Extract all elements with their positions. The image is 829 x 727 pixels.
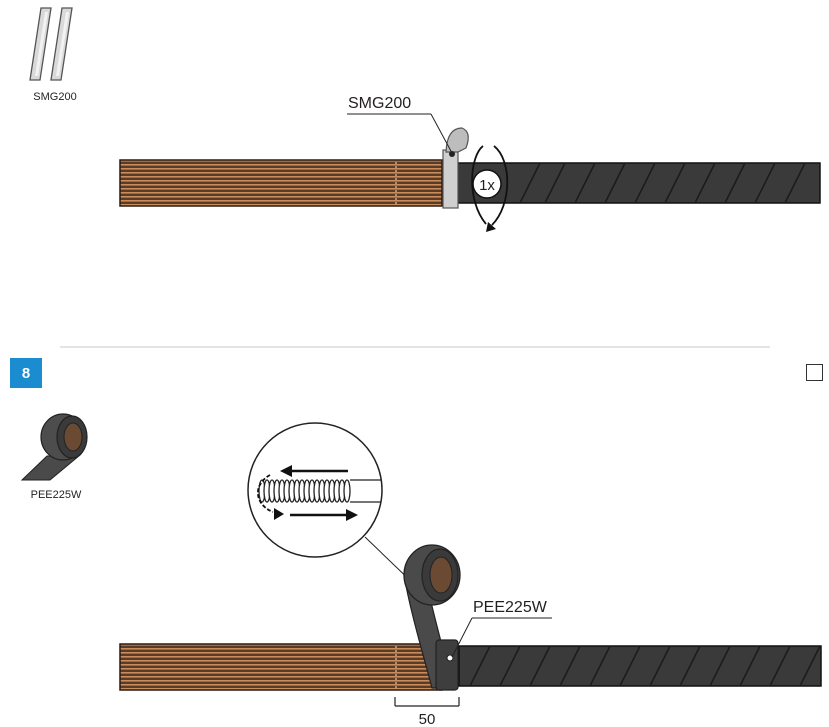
step-number-badge: 8 bbox=[10, 358, 42, 388]
brown-cable-top bbox=[119, 159, 443, 207]
dimension-label: 50 bbox=[419, 711, 436, 727]
dark-cable-top bbox=[457, 162, 821, 204]
smg200-strips-icon bbox=[29, 7, 73, 81]
rotation-arrow-icon bbox=[471, 145, 509, 232]
checkbox-icon[interactable] bbox=[806, 364, 823, 381]
smg200-callout-label: SMG200 bbox=[348, 95, 411, 112]
pee225w-callout-leader bbox=[451, 617, 552, 658]
pee225w-tape-roll-icon bbox=[20, 413, 88, 481]
wrap-detail-circle bbox=[247, 422, 383, 558]
brown-cable-bottom bbox=[119, 643, 443, 691]
smg200-callout-leader bbox=[347, 113, 453, 154]
dark-cable-bottom bbox=[458, 645, 822, 687]
pee225w-icon-label: PEE225W bbox=[31, 489, 82, 501]
turns-label: 1x bbox=[479, 177, 495, 194]
pee225w-callout-label: PEE225W bbox=[473, 599, 548, 616]
pee225w-tape bbox=[403, 544, 461, 691]
wrap-direction-arrows-icon bbox=[257, 465, 358, 521]
smg200-icon-label: SMG200 bbox=[33, 91, 76, 103]
dimension-bracket bbox=[394, 697, 460, 707]
